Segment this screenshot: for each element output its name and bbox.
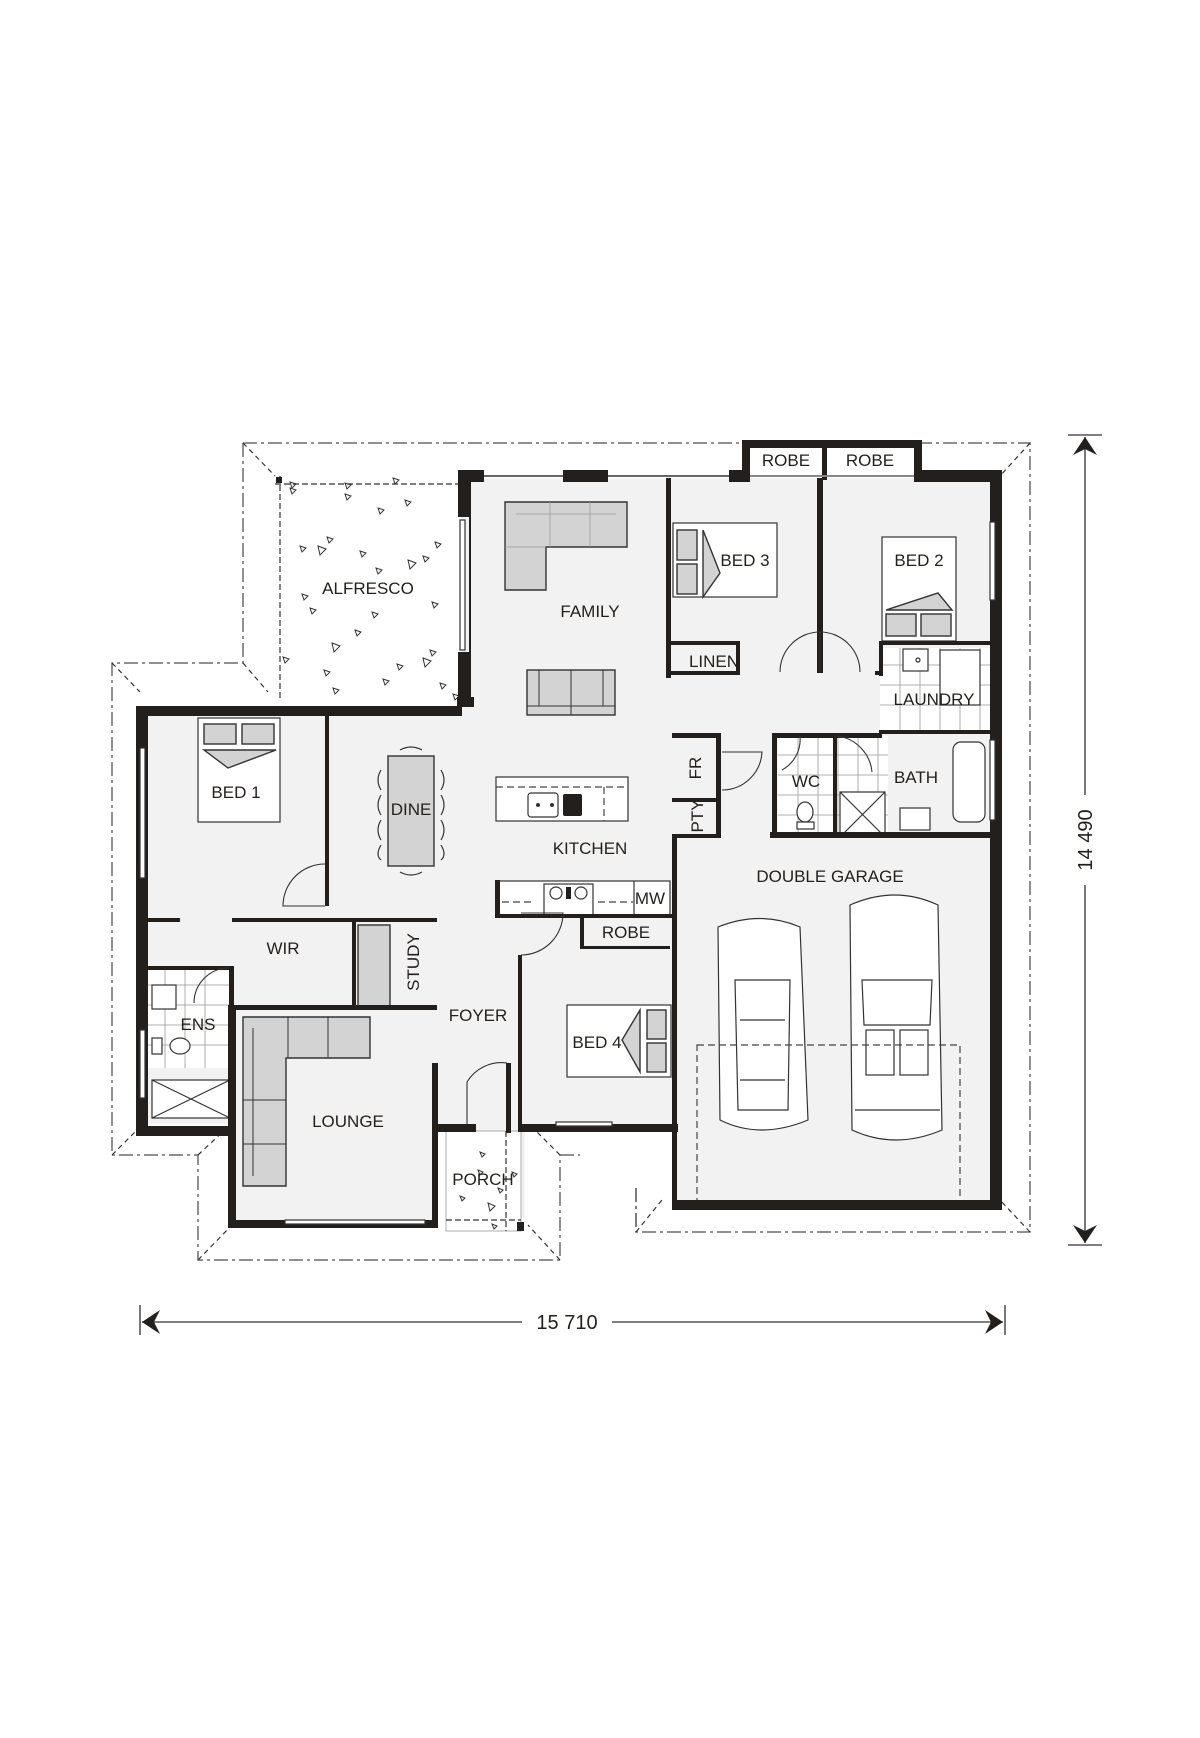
dining-table xyxy=(377,746,445,876)
label-robe-bed4: ROBE xyxy=(602,923,650,942)
lounge-sofa-l xyxy=(242,1016,371,1187)
label-lounge: LOUNGE xyxy=(312,1112,384,1131)
depth-value: 14 490 xyxy=(1075,809,1097,870)
label-bed3: BED 3 xyxy=(720,551,769,570)
label-foyer: FOYER xyxy=(449,1006,508,1025)
doors xyxy=(193,631,873,1124)
fixtures xyxy=(151,648,986,1119)
label-bed2: BED 2 xyxy=(894,551,943,570)
arrow-left-icon xyxy=(142,1310,160,1334)
width-value: 15 710 xyxy=(536,1312,597,1334)
label-study: STUDY xyxy=(404,933,423,991)
label-double-garage: DOUBLE GARAGE xyxy=(756,867,903,886)
label-fr: FR xyxy=(686,757,705,780)
bed4-bed xyxy=(566,1004,672,1078)
label-mw: MW xyxy=(635,889,665,908)
label-laundry: LAUNDRY xyxy=(894,690,975,709)
label-kitchen: KITCHEN xyxy=(553,839,628,858)
porch-area xyxy=(445,1130,524,1232)
label-pty: PTY xyxy=(688,799,707,832)
label-dine: DINE xyxy=(391,800,432,819)
dimension-depth: 14 490 xyxy=(1068,434,1102,1246)
arrow-down-icon xyxy=(1073,1225,1097,1243)
kitchen-bench xyxy=(498,880,671,916)
bed1-bed xyxy=(197,717,281,823)
family-sofa xyxy=(526,669,616,716)
label-bed4: BED 4 xyxy=(572,1033,621,1052)
label-bed1: BED 1 xyxy=(211,783,260,802)
label-alfresco: ALFRESCO xyxy=(322,579,414,598)
label-ens: ENS xyxy=(181,1015,216,1034)
roof-outline xyxy=(111,442,1031,1261)
label-wc: WC xyxy=(792,772,820,791)
bed3-bed xyxy=(672,522,778,600)
robe-bump xyxy=(748,448,926,478)
label-robe-bed3: ROBE xyxy=(762,451,810,470)
arrow-right-icon xyxy=(985,1310,1003,1334)
arrow-up-icon xyxy=(1073,437,1097,455)
label-family: FAMILY xyxy=(560,602,619,621)
label-linen: LINEN xyxy=(689,652,739,671)
label-porch: PORCH xyxy=(452,1170,513,1189)
family-sofa-l xyxy=(504,501,628,591)
paving-texture xyxy=(282,477,518,1230)
car-right xyxy=(849,894,943,1141)
car-left xyxy=(717,917,809,1131)
windows xyxy=(139,519,996,1225)
dimension-width: 15 710 xyxy=(139,1305,1006,1335)
kitchen-island xyxy=(495,776,629,822)
study-desk xyxy=(357,924,391,1008)
label-wir: WIR xyxy=(266,939,299,958)
label-bath: BATH xyxy=(894,768,938,787)
label-robe-bed2: ROBE xyxy=(846,451,894,470)
